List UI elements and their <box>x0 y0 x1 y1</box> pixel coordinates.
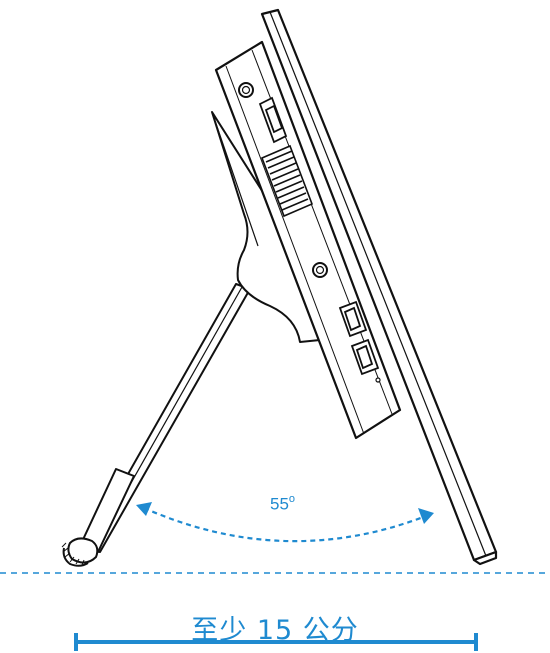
indicator-dot <box>375 377 381 383</box>
distance-label: 至少 15 公分 <box>191 615 359 646</box>
stand-foot-grip <box>61 542 85 566</box>
usb-port-1 <box>338 300 368 338</box>
display-panel <box>260 8 498 566</box>
rear-chassis <box>214 40 402 440</box>
usb-port-2 <box>350 338 380 376</box>
angle-label: 55o <box>270 493 296 515</box>
vent-grille <box>260 144 314 218</box>
card-slot <box>258 96 288 144</box>
arc-arrow-left-icon <box>136 502 152 516</box>
angle-value: 55 <box>270 494 289 514</box>
distance-dimension-bar <box>74 633 478 651</box>
arc-arrow-right-icon <box>418 508 434 524</box>
power-button <box>238 82 254 98</box>
stand-hinge-bracket <box>211 111 321 343</box>
angle-arc <box>143 506 427 543</box>
stand-leg <box>61 283 251 567</box>
degree-mark: o <box>288 493 296 505</box>
audio-jack <box>312 262 328 278</box>
